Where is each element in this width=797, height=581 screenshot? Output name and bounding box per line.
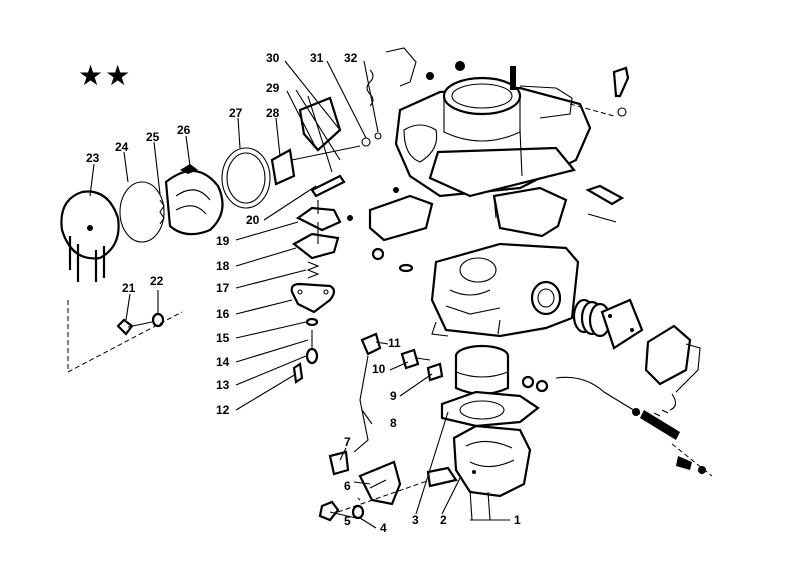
- label-11: 11: [388, 336, 401, 350]
- rod-linkage-right: [521, 375, 706, 474]
- part-26-choke-housing: [164, 164, 224, 236]
- label-14: 14: [216, 355, 230, 369]
- part-15-ring: [305, 317, 319, 327]
- part-3-gasket: [440, 390, 540, 428]
- label-3: 3: [412, 513, 419, 527]
- label-1: 1: [514, 513, 521, 527]
- label-30: 30: [266, 51, 280, 65]
- part-5-nut: [318, 500, 340, 522]
- assembly-line-left: [67, 311, 183, 373]
- part-13-valve: [305, 347, 319, 365]
- label-5: 5: [344, 514, 351, 528]
- label-10: 10: [372, 362, 386, 376]
- label-20: 20: [246, 213, 260, 227]
- part-9-screw: [426, 362, 444, 382]
- two-star-mark: ★★: [78, 59, 133, 92]
- label-25: 25: [146, 130, 160, 144]
- part-11-nozzle: [360, 332, 382, 356]
- label-7: 7: [344, 435, 351, 449]
- cylinder-cap: [454, 344, 510, 396]
- part-8-rod: [353, 355, 369, 453]
- part-16-body: [290, 282, 336, 314]
- part-20-lever: [310, 174, 346, 198]
- part-24-diaphragm-ring: [119, 181, 165, 243]
- part-22-washer: [151, 312, 165, 328]
- part-18-diaphragm: [292, 222, 340, 260]
- label-4: 4: [380, 521, 387, 535]
- part-1-shaft: [426, 466, 491, 521]
- label-21: 21: [122, 281, 136, 295]
- spring-coil-right: [572, 298, 612, 338]
- label-24: 24: [115, 140, 129, 154]
- choke-cover-right: [644, 324, 701, 411]
- cover-plate-small: [347, 187, 434, 242]
- label-31: 31: [310, 51, 324, 65]
- part-6-lever: [358, 460, 402, 506]
- part-labels: 30 31 32 29 27 28 26 25 24 23 20 19 18 1…: [86, 51, 521, 535]
- label-12: 12: [216, 403, 230, 417]
- label-22: 22: [150, 274, 164, 288]
- label-18: 18: [216, 259, 230, 273]
- label-28: 28: [266, 106, 280, 120]
- leader-lines: [89, 60, 510, 529]
- label-15: 15: [216, 331, 230, 345]
- part-25-spring: [159, 199, 165, 225]
- label-2: 2: [440, 513, 447, 527]
- label-26: 26: [177, 123, 191, 137]
- float-assembly: [492, 184, 625, 238]
- part-2-base: [452, 424, 532, 498]
- label-6: 6: [344, 479, 351, 493]
- part-10-jet: [400, 348, 431, 370]
- label-32: 32: [344, 51, 358, 65]
- square-cover: [600, 298, 644, 350]
- part-7-clip: [328, 450, 350, 476]
- part-12-nozzle: [292, 362, 304, 384]
- part-31-32-clips: [361, 69, 382, 147]
- part-28-shaft-lever: [270, 145, 361, 186]
- label-29: 29: [266, 81, 280, 95]
- label-17: 17: [216, 281, 230, 295]
- part-21-bolt: [116, 318, 153, 336]
- label-27: 27: [229, 106, 243, 120]
- part-4-washer: [351, 504, 365, 520]
- label-19: 19: [216, 234, 230, 248]
- part-17-spring: [306, 261, 320, 279]
- part-27-gasket-ring: [221, 147, 271, 209]
- screw-top-right: [612, 66, 630, 117]
- main-carburetor-body: [430, 242, 580, 338]
- label-9: 9: [390, 389, 397, 403]
- label-13: 13: [216, 378, 230, 392]
- part-23-cover: [60, 190, 120, 282]
- label-8: 8: [390, 416, 397, 430]
- upper-carburetor-body: [385, 47, 592, 198]
- label-16: 16: [216, 307, 230, 321]
- label-23: 23: [86, 151, 100, 165]
- part-19-cover: [295, 200, 342, 232]
